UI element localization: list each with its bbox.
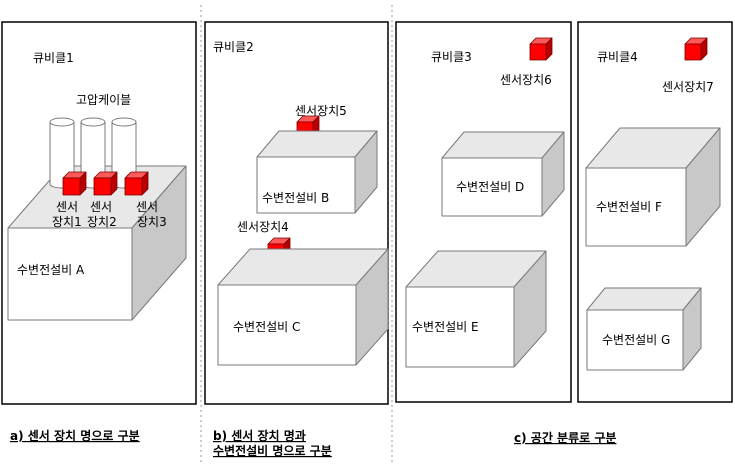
caption-b-line1: b) 센서 장치 명과 (213, 428, 306, 443)
sensor-icon-1 (62, 171, 87, 196)
cubicle-label-4: 큐비클4 (597, 50, 638, 64)
equipment-box-e (405, 250, 547, 368)
sensor-icon-6 (529, 37, 553, 61)
equipment-box-g (586, 287, 702, 371)
sensor-label-5: 센서장치5 (295, 104, 347, 118)
equipment-box-c (217, 248, 389, 366)
sensor-label-2-line2: 장치2 (87, 215, 117, 229)
sensor-label-6: 센서장치6 (500, 73, 552, 87)
sensor-icon-3 (124, 171, 149, 196)
equipment-box-d (441, 131, 565, 217)
equipment-label-a: 수변전설비 A (17, 263, 85, 277)
sensor-label-2-line1: 센서 (90, 200, 112, 214)
equipment-label-b: 수변전설비 B (262, 191, 329, 205)
equipment-box-b (256, 130, 378, 214)
sensor-label-1-line1: 센서 (56, 200, 78, 214)
equipment-box-a (7, 165, 187, 321)
caption-a: a) 센서 장치 명으로 구분 (10, 428, 140, 443)
cubicle-panel-4 (577, 21, 733, 403)
cubicle-label-1: 큐비클1 (33, 51, 74, 65)
sensor-icon-7 (684, 37, 708, 61)
equipment-label-e: 수변전설비 E (412, 320, 479, 334)
equipment-label-d: 수변전설비 D (456, 180, 524, 194)
cubicle-label-3: 큐비클3 (431, 50, 472, 64)
cubicle-panel-1 (1, 21, 197, 405)
sensor-label-3-line1: 센서 (136, 200, 158, 214)
cable-cylinder-3 (111, 117, 137, 189)
cable-label: 고압케이블 (76, 93, 131, 107)
cubicle-panel-3 (395, 21, 572, 403)
sensor-label-1-line2: 장치1 (52, 215, 82, 229)
cable-cylinder-2 (80, 117, 106, 189)
caption-c: c) 공간 분류로 구분 (514, 430, 616, 445)
sensor-icon-2 (93, 171, 118, 196)
caption-b-line2: 수변전설비 명으로 구분 (213, 443, 332, 458)
equipment-label-c: 수변전설비 C (233, 320, 300, 334)
equipment-label-g: 수변전설비 G (602, 333, 670, 347)
equipment-label-f: 수변전설비 F (596, 200, 662, 214)
sensor-label-4: 센서장치4 (237, 220, 289, 234)
sensor-label-7: 센서장치7 (662, 80, 714, 94)
cubicle-label-2: 큐비클2 (213, 40, 254, 54)
equipment-box-f (585, 127, 721, 247)
sensor-label-3-line2: 장치3 (137, 215, 167, 229)
cubicle-panel-2 (204, 21, 389, 405)
